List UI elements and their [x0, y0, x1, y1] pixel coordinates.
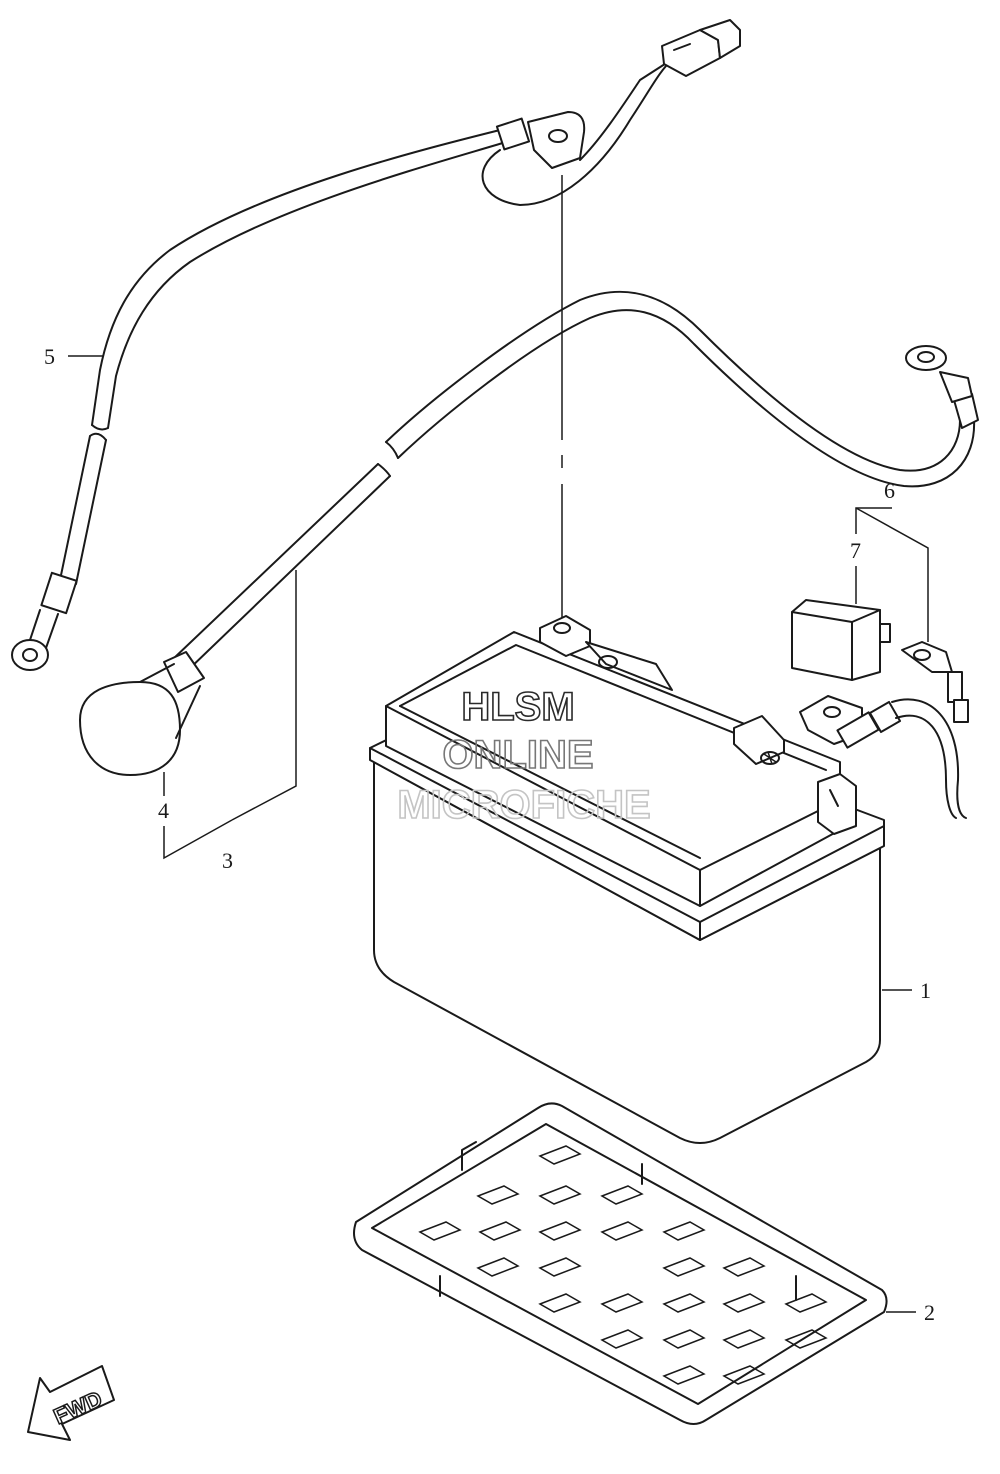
leader-lines	[68, 355, 929, 1313]
fwd-marker: FWD	[27, 1365, 115, 1441]
tray-slots	[418, 1145, 828, 1385]
watermark-line-2: ONLINE	[442, 733, 593, 777]
callout-7[interactable]: 7	[850, 538, 861, 563]
part-3-cable[interactable]	[171, 290, 979, 673]
callout-6[interactable]: 6	[884, 478, 895, 503]
part-5-cable[interactable]	[11, 19, 741, 671]
callout-5[interactable]: 5	[44, 344, 55, 369]
part-1-battery[interactable]	[369, 615, 885, 1144]
watermark-line-3: MICROFICHE	[397, 783, 650, 827]
callout-2[interactable]: 2	[924, 1300, 935, 1325]
part-7-cover[interactable]	[791, 599, 891, 681]
forward-arrow-icon	[27, 1365, 115, 1441]
part-2-tray[interactable]	[353, 1102, 888, 1425]
part-4-rubber-boot[interactable]	[79, 651, 205, 776]
part-6-cable[interactable]	[799, 641, 969, 819]
watermark: HLSM ONLINE MICROFICHE	[397, 684, 652, 828]
watermark-line-1: HLSM	[461, 685, 574, 729]
callout-3[interactable]: 3	[222, 848, 233, 873]
callout-4[interactable]: 4	[158, 798, 169, 823]
callout-1[interactable]: 1	[920, 978, 931, 1003]
callouts: 1 2 3 4 5 6 7	[44, 344, 935, 1325]
